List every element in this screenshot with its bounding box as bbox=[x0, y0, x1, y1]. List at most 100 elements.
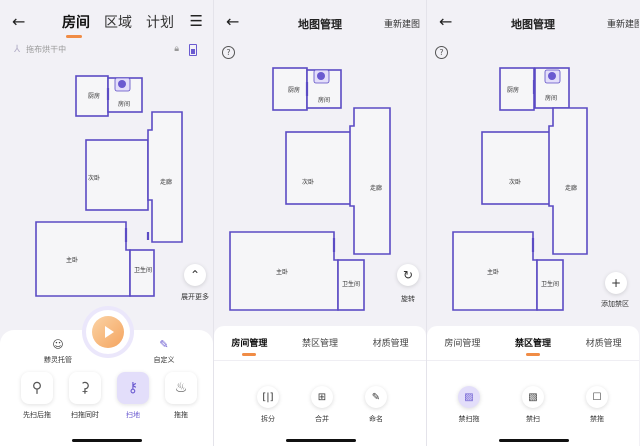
menu-icon[interactable]: ☰ bbox=[189, 12, 203, 30]
sweep-then-mop-icon: ⚲ bbox=[21, 372, 53, 404]
room-label-master-bedroom: 主卧 bbox=[66, 256, 78, 264]
room-label-corridor: 走廊 bbox=[565, 184, 577, 192]
robot-icon: ⅄ bbox=[14, 44, 21, 55]
room-corridor[interactable] bbox=[548, 107, 588, 255]
battery-icon bbox=[189, 44, 197, 56]
mode-sweep-and-mop[interactable]: ⚳ 扫拖同时 bbox=[68, 372, 102, 420]
floor-map[interactable]: 厨房 房间 次卧 走廊 主卧 卫生间 bbox=[0, 0, 213, 320]
room-label-room: 房间 bbox=[118, 100, 130, 108]
chevron-up-icon: ⌃ bbox=[189, 268, 201, 282]
room-kitchen[interactable] bbox=[499, 67, 535, 111]
status-icons: 🔒︎ bbox=[174, 44, 197, 56]
custom-button[interactable]: ✎ 自定义 bbox=[146, 338, 182, 365]
room-label-kitchen: 厨房 bbox=[507, 86, 519, 94]
room-bathroom[interactable] bbox=[536, 259, 564, 311]
broom-icon: ⚷ bbox=[117, 372, 149, 404]
start-clean-button[interactable] bbox=[86, 310, 130, 354]
top-bar: ← 地图管理 重新建图 bbox=[427, 10, 639, 34]
screen-room-management: ← 地图管理 重新建图 ? 厨房 房间 次卧 走廊 主卧 bbox=[213, 0, 426, 446]
no-sweep-button[interactable]: ▧ 禁扫 bbox=[513, 386, 553, 424]
mode-sweep[interactable]: ⚷ 扫地 bbox=[116, 372, 150, 420]
room-label-kitchen: 厨房 bbox=[88, 92, 100, 100]
room-second-bedroom[interactable] bbox=[85, 139, 149, 211]
smart-hosting-button[interactable]: ☺ 黪灵托管 bbox=[38, 338, 78, 365]
room-label-room: 房间 bbox=[318, 96, 330, 104]
tab-schedule[interactable]: 计划 bbox=[146, 15, 174, 31]
back-arrow-icon[interactable]: ← bbox=[12, 12, 26, 31]
tab-zone-management[interactable]: 禁区管理 bbox=[515, 336, 551, 356]
tab-room-management[interactable]: 房间管理 bbox=[444, 339, 481, 349]
no-sweep-icon: ▧ bbox=[522, 386, 544, 408]
help-icon[interactable]: ? bbox=[435, 46, 448, 59]
mode-mop[interactable]: ♨ 拖拖 bbox=[164, 372, 198, 420]
no-sweep-mop-button[interactable]: ▨ 禁扫拖 bbox=[449, 386, 489, 424]
home-indicator bbox=[72, 439, 142, 442]
status-text: 拖布烘干中 bbox=[26, 45, 67, 54]
room-second-bedroom[interactable] bbox=[285, 131, 355, 205]
tab-zone-management[interactable]: 禁区管理 bbox=[301, 339, 338, 349]
lock-icon: 🔒︎ bbox=[174, 44, 179, 54]
back-arrow-icon[interactable]: ← bbox=[226, 12, 240, 31]
expand-more-button[interactable]: ⌃ bbox=[184, 264, 206, 286]
status-line: ⅄ 拖布烘干中 bbox=[14, 44, 66, 55]
management-tabs: 房间管理 禁区管理 材质管理 bbox=[214, 336, 426, 356]
rename-button[interactable]: ✎ 命名 bbox=[356, 386, 396, 424]
floor-map[interactable]: 厨房 房间 次卧 走廊 主卧 卫生间 bbox=[214, 0, 426, 320]
room-label-bathroom: 卫生间 bbox=[541, 280, 559, 288]
add-zone-label: 添加禁区 bbox=[601, 300, 629, 308]
room-label-corridor: 走廊 bbox=[160, 178, 172, 186]
room-label-second-bedroom: 次卧 bbox=[88, 174, 100, 182]
rebuild-map-button[interactable]: 重新建图 bbox=[383, 20, 420, 30]
room-label-bathroom: 卫生间 bbox=[342, 280, 360, 288]
floor-map[interactable]: 厨房 房间 次卧 走廊 主卧 卫生间 bbox=[427, 0, 639, 320]
no-mop-icon: ☐ bbox=[586, 386, 608, 408]
management-tabs: 房间管理 禁区管理 材质管理 bbox=[427, 336, 639, 356]
no-mop-button[interactable]: ☐ 禁拖 bbox=[577, 386, 617, 424]
mop-icon: ♨ bbox=[165, 372, 197, 404]
tab-room-management[interactable]: 房间管理 bbox=[231, 336, 267, 356]
screen-room-cleaning: ← 房间 区域 计划 ☰ ⅄ 拖布烘干中 🔒︎ bbox=[0, 0, 213, 446]
mode-sweep-then-mop[interactable]: ⚲ 先扫后拖 bbox=[20, 372, 54, 420]
rebuild-map-button[interactable]: 重新建图 bbox=[606, 20, 639, 30]
room-label-room: 房间 bbox=[545, 94, 557, 102]
tab-rooms[interactable]: 房间 bbox=[62, 12, 90, 38]
rotate-icon: ↻ bbox=[402, 268, 414, 282]
room-master-bedroom[interactable] bbox=[35, 221, 131, 297]
top-bar: ← 地图管理 重新建图 bbox=[214, 10, 426, 34]
plus-icon: + bbox=[610, 276, 622, 290]
robot-face-icon: ☺ bbox=[52, 338, 64, 351]
tab-material-management[interactable]: 材质管理 bbox=[372, 339, 409, 349]
mode-tabs: 房间 区域 计划 bbox=[62, 12, 174, 38]
room-corridor[interactable] bbox=[147, 111, 183, 243]
room-bathroom[interactable] bbox=[129, 249, 155, 297]
pen-icon: ✎ bbox=[159, 338, 169, 351]
custom-label: 自定义 bbox=[153, 356, 175, 364]
add-zone-button[interactable]: + bbox=[605, 272, 627, 294]
split-button[interactable]: [|] 拆分 bbox=[248, 386, 288, 424]
room-bathroom[interactable] bbox=[337, 259, 365, 311]
screen-zone-management: ← 地图管理 重新建图 ? 厨房 房间 次卧 走廊 主卧 bbox=[426, 0, 639, 446]
merge-icon: ⊞ bbox=[311, 386, 333, 408]
play-icon bbox=[92, 316, 124, 348]
room-label-corridor: 走廊 bbox=[370, 184, 382, 192]
tab-material-management[interactable]: 材质管理 bbox=[585, 339, 622, 349]
sweep-and-mop-icon: ⚳ bbox=[69, 372, 101, 404]
room-corridor[interactable] bbox=[349, 107, 391, 255]
no-sweep-mop-icon: ▨ bbox=[458, 386, 480, 408]
room-label-second-bedroom: 次卧 bbox=[302, 178, 314, 186]
back-arrow-icon[interactable]: ← bbox=[439, 12, 453, 31]
room-kitchen[interactable] bbox=[272, 67, 308, 111]
pen-icon: ✎ bbox=[365, 386, 387, 408]
room-second-bedroom[interactable] bbox=[481, 131, 553, 205]
divider bbox=[427, 360, 639, 361]
merge-button[interactable]: ⊞ 合并 bbox=[302, 386, 342, 424]
rotate-label: 旋转 bbox=[401, 295, 415, 303]
expand-more-label: 展开更多 bbox=[181, 293, 209, 301]
robot-position-icon bbox=[548, 72, 556, 80]
tab-areas[interactable]: 区域 bbox=[104, 15, 132, 31]
room-label-bathroom: 卫生间 bbox=[134, 266, 152, 274]
rotate-button[interactable]: ↻ bbox=[397, 264, 419, 286]
help-icon[interactable]: ? bbox=[222, 46, 235, 59]
page-title: 地图管理 bbox=[298, 18, 342, 31]
split-icon: [|] bbox=[257, 386, 279, 408]
